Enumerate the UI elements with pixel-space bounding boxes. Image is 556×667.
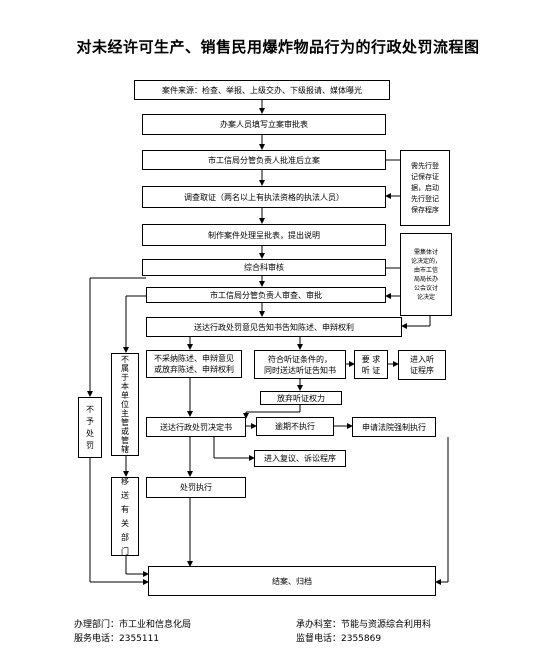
waive-hearing-box: 放弃听证权力 bbox=[260, 391, 342, 405]
no-adopt-box: 不采纳陈述、申辩意见 或放弃陈述、申辩权利 bbox=[146, 350, 242, 378]
preservation-note: 需先行登 记保存证 据，启动 先行登记 保存程序 bbox=[400, 150, 450, 226]
page-title: 对未经许可生产、销售民用爆炸物品行为的行政处罚流程图 bbox=[76, 38, 480, 56]
no-penalty-box: 不 予 处 罚 bbox=[78, 397, 102, 458]
review-box: 综合科审核 bbox=[142, 259, 386, 276]
transfer-box: 移 送 有 关 部 门 bbox=[111, 477, 139, 556]
request-hearing-box: 要 求 听 证 bbox=[354, 350, 388, 379]
review-litigation-box: 进入复议、诉讼程序 bbox=[254, 450, 346, 467]
not-in-scope-box: 不 属 于 本 单 位 主 管 或 管 辖 bbox=[111, 353, 139, 456]
hearing-procedure-box: 进入听 证程序 bbox=[398, 350, 446, 380]
notice-box: 送达行政处罚意见告知书告知陈述、申辩权利 bbox=[146, 317, 402, 337]
footer-dept: 办理部门：市工业和信息化局 bbox=[74, 620, 192, 630]
footer-phone: 服务电话：2355111 bbox=[74, 634, 160, 644]
overdue-box: 逾期不执行 bbox=[256, 417, 334, 436]
collective-discussion-note: 需集体讨 论决定的， 由市工信 局局长办 公会议讨 论决定 bbox=[400, 233, 452, 316]
investigate-box: 调查取证（两名以上有执法资格的执法人员） bbox=[142, 186, 386, 208]
decision-box: 送达行政处罚决定书 bbox=[146, 417, 246, 437]
footer-office: 承办科室：节能与资源综合利用科 bbox=[296, 620, 432, 630]
case-source-box: 案件来源：检查、举报、上级交办、下级报请、媒体曝光 bbox=[134, 80, 390, 100]
footer-supervise: 监督电话：2355869 bbox=[296, 634, 382, 644]
approve-case-box: 市工信局分管负责人批准后立案 bbox=[142, 150, 386, 170]
court-enforce-box: 申请法院强制执行 bbox=[352, 417, 436, 437]
close-archive-box: 结案、归档 bbox=[148, 566, 436, 596]
hearing-condition-box: 符合听证条件的， 同时送达听证告知书 bbox=[254, 350, 346, 379]
execute-box: 处罚执行 bbox=[146, 477, 246, 498]
leader-review-box: 市工信局分管负责人审查、审批 bbox=[146, 287, 386, 303]
report-box: 制作案件处理呈批表，提出说明 bbox=[142, 224, 386, 246]
fill-form-box: 办案人员填写立案审批表 bbox=[142, 114, 386, 135]
